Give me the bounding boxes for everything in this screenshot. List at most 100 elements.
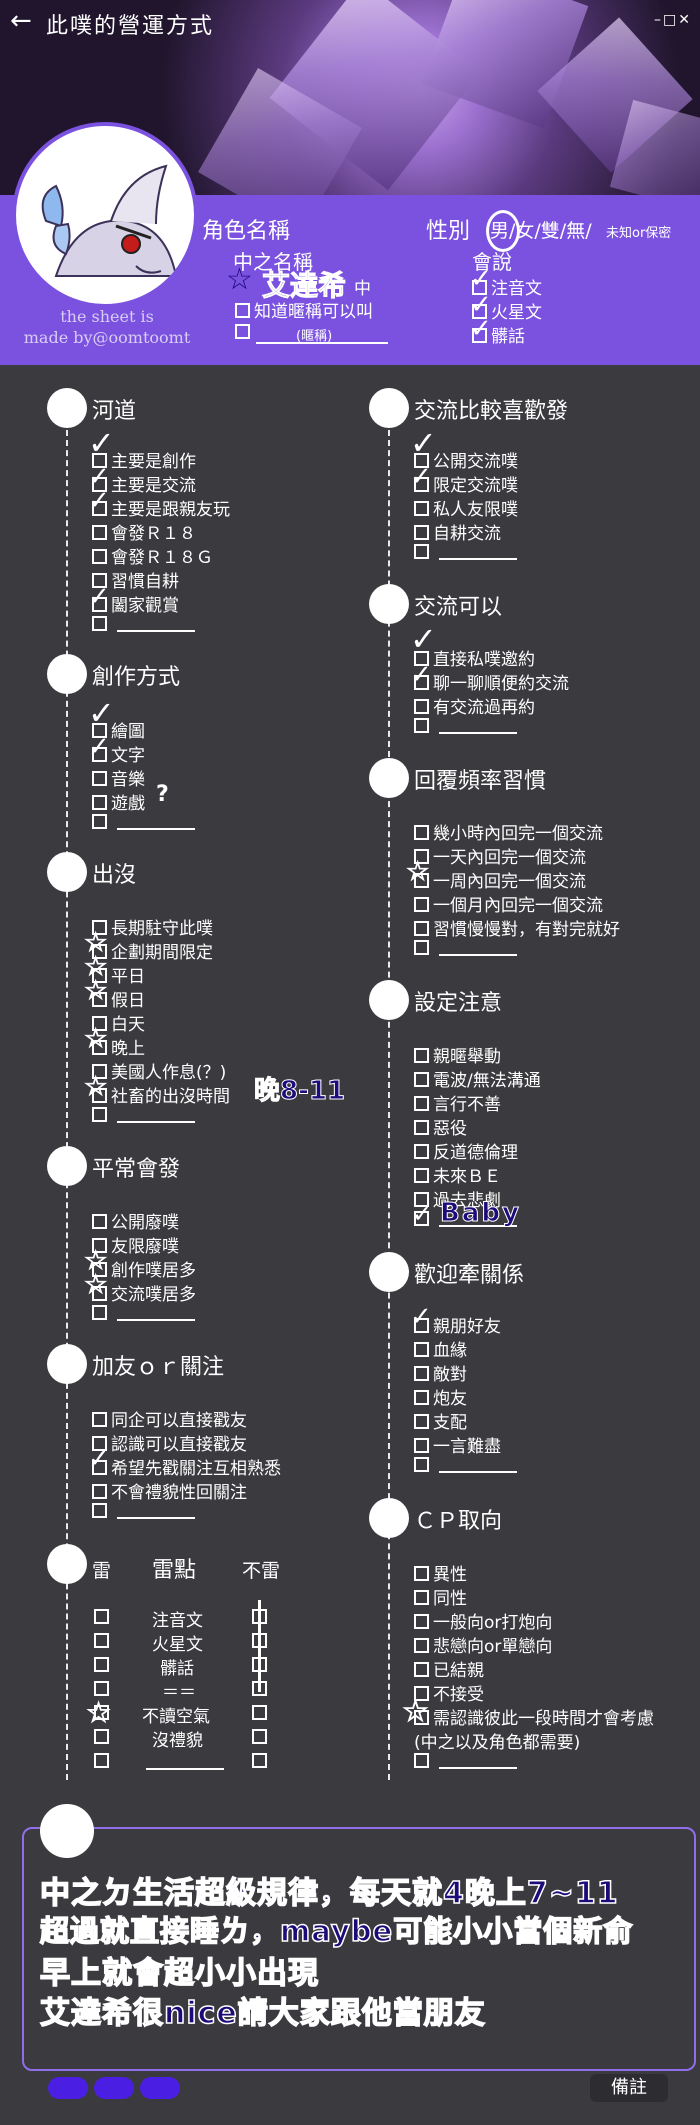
blank-line[interactable]	[439, 940, 517, 956]
option-item[interactable]: 親暱舉動	[414, 1042, 501, 1067]
option-item[interactable]: 私人友限噗	[414, 495, 518, 520]
option-item[interactable]: 過去悲劇	[414, 1186, 501, 1211]
checkbox-icon[interactable]	[414, 1753, 429, 1768]
checkbox-icon[interactable]	[92, 1286, 107, 1301]
safe-checkbox[interactable]	[252, 1752, 271, 1772]
checkbox-icon[interactable]	[414, 1144, 429, 1159]
option-item[interactable]: 異性	[414, 1560, 467, 1585]
checkbox-icon[interactable]	[414, 849, 429, 864]
checkbox-icon[interactable]	[414, 1438, 429, 1453]
option-item[interactable]: 未來ＢＥ	[414, 1162, 501, 1187]
blank-line[interactable]	[439, 1211, 517, 1227]
option-item[interactable]: 反道德倫理	[414, 1138, 518, 1163]
checkbox-icon[interactable]	[92, 1412, 107, 1427]
checkbox-icon[interactable]	[414, 873, 429, 888]
checkbox-icon[interactable]	[92, 477, 107, 492]
checkbox-icon[interactable]	[414, 1192, 429, 1207]
option-item[interactable]	[92, 1106, 195, 1126]
checkbox-icon[interactable]	[92, 453, 107, 468]
blank-line[interactable]	[117, 1503, 195, 1519]
option-item[interactable]: 限定交流噗	[414, 471, 518, 496]
blank-line[interactable]	[117, 1305, 195, 1321]
checkbox-icon[interactable]	[252, 1729, 267, 1744]
blank-line[interactable]	[439, 544, 517, 560]
checkbox-icon[interactable]	[92, 968, 107, 983]
option-item[interactable]	[92, 615, 195, 635]
blank-line[interactable]	[439, 1753, 517, 1769]
checkbox-icon[interactable]	[92, 1262, 107, 1277]
option-item[interactable]: 主要是交流	[92, 471, 196, 496]
mine-checkbox[interactable]	[94, 1728, 113, 1748]
nickname-option[interactable]: 知道暱稱可以叫	[235, 297, 373, 322]
option-item[interactable]: 一個月內回完一個交流	[414, 891, 603, 916]
blank-line[interactable]	[117, 1107, 195, 1123]
option-item[interactable]: 炮友	[414, 1384, 467, 1409]
checkbox-icon[interactable]	[414, 699, 429, 714]
option-item[interactable]: 假日	[92, 986, 145, 1011]
checkbox-icon[interactable]	[94, 1633, 109, 1648]
checkbox-icon[interactable]	[472, 304, 487, 319]
option-item[interactable]: 同企可以直接戳友	[92, 1406, 247, 1431]
checkbox-icon[interactable]	[414, 1662, 429, 1677]
checkbox-icon[interactable]	[92, 1305, 107, 1320]
option-item[interactable]	[92, 1304, 195, 1324]
checkbox-icon[interactable]	[414, 1168, 429, 1183]
language-option[interactable]: 火星文	[472, 298, 542, 323]
checkbox-icon[interactable]	[414, 1566, 429, 1581]
option-item[interactable]	[414, 1210, 517, 1230]
checkbox-icon[interactable]	[92, 1107, 107, 1122]
option-item[interactable]: 音樂	[92, 765, 145, 790]
option-item[interactable]: 主要是創作	[92, 447, 196, 472]
checkbox-icon[interactable]	[414, 651, 429, 666]
option-item[interactable]: 幾小時內回完一個交流	[414, 819, 603, 844]
window-controls[interactable]: –□✕	[654, 12, 692, 28]
checkbox-icon[interactable]	[414, 1710, 429, 1725]
mine-checkbox[interactable]	[94, 1680, 113, 1700]
blank-line[interactable]	[146, 1768, 224, 1770]
option-item[interactable]: 會發Ｒ１８	[92, 519, 196, 544]
checkbox-icon[interactable]	[414, 525, 429, 540]
option-item[interactable]: 一周內回完一個交流	[414, 867, 586, 892]
option-item[interactable]: 會發Ｒ１８Ｇ	[92, 543, 213, 568]
checkbox-icon[interactable]	[414, 1390, 429, 1405]
option-item[interactable]: 同性	[414, 1584, 467, 1609]
checkbox-icon[interactable]	[414, 477, 429, 492]
checkbox-icon[interactable]	[235, 303, 250, 318]
option-item[interactable]: 創作噗居多	[92, 1256, 196, 1281]
checkbox-icon[interactable]	[414, 1590, 429, 1605]
mine-checkbox[interactable]	[94, 1632, 113, 1652]
notes-button[interactable]: 備註	[590, 2074, 668, 2102]
option-item[interactable]: 長期駐守此噗	[92, 914, 213, 939]
option-item[interactable]: 電波/無法溝通	[414, 1066, 541, 1091]
checkbox-icon[interactable]	[414, 1120, 429, 1135]
safe-checkbox[interactable]	[252, 1728, 271, 1748]
checkbox-icon[interactable]	[414, 718, 429, 733]
option-item[interactable]: 不接受	[414, 1680, 484, 1705]
checkbox-icon[interactable]	[94, 1681, 109, 1696]
checkbox-icon[interactable]	[414, 825, 429, 840]
blank-line[interactable]	[439, 718, 517, 734]
checkbox-icon[interactable]	[414, 1414, 429, 1429]
mine-checkbox[interactable]	[94, 1608, 113, 1628]
checkbox-icon[interactable]	[414, 501, 429, 516]
option-item[interactable]: 一天內回完一個交流	[414, 843, 586, 868]
checkbox-icon[interactable]	[92, 1040, 107, 1055]
option-item[interactable]: 公開廢噗	[92, 1208, 179, 1233]
language-option[interactable]: 注音文	[472, 274, 542, 299]
checkbox-icon[interactable]	[414, 1211, 429, 1226]
option-item[interactable]: 文字	[92, 741, 145, 766]
checkbox-icon[interactable]	[414, 1072, 429, 1087]
checkbox-icon[interactable]	[94, 1705, 109, 1720]
checkbox-icon[interactable]	[92, 549, 107, 564]
option-item[interactable]: 平日	[92, 962, 145, 987]
checkbox-icon[interactable]	[92, 1436, 107, 1451]
checkbox-icon[interactable]	[92, 795, 107, 810]
checkbox-icon[interactable]	[92, 573, 107, 588]
option-item[interactable]	[92, 1502, 195, 1522]
mine-checkbox[interactable]	[94, 1656, 113, 1676]
option-item[interactable]: 主要是跟親友玩	[92, 495, 230, 520]
option-item[interactable]: 公開交流噗	[414, 447, 518, 472]
option-item[interactable]: 一言難盡	[414, 1432, 501, 1457]
option-item[interactable]: 言行不善	[414, 1090, 501, 1115]
option-item[interactable]: 希望先戳關注互相熟悉	[92, 1454, 281, 1479]
